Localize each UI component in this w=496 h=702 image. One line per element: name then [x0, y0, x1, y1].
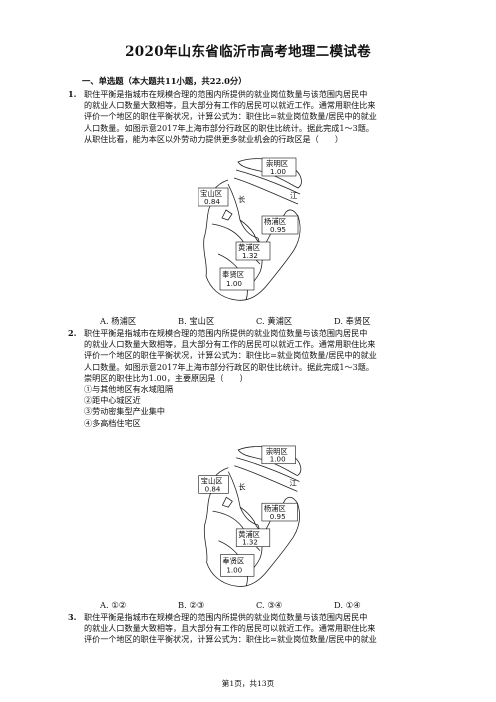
question-line: 的就业人口数量大致相等，且大部分有工作的居民可以就近工作。通常用职住比来 — [84, 339, 376, 350]
option-d[interactable]: D. ①④ — [334, 600, 361, 610]
yangpu-label: 杨浦区 — [264, 504, 286, 513]
question-number: 2. — [68, 328, 77, 338]
baoshan-value: 0.84 — [205, 484, 221, 493]
chongming-label: 崇明区 — [266, 447, 288, 456]
question-line: 的就业人口数量大致相等，且大部分有工作的居民可以就近工作。通常用职住比来 — [84, 623, 376, 634]
option-c[interactable]: C. ③④ — [256, 600, 283, 610]
option-b[interactable]: B. 宝山区 — [178, 316, 215, 326]
question-1: 1. 职住平衡是指城市在规模合理的范围内所提供的就业岗位数量与该范围内居民中 的… — [68, 89, 414, 145]
jiang-label: 江 — [290, 478, 297, 487]
question-line: 的就业人口数量大致相等，且大部分有工作的居民可以就近工作。通常用职住比来 — [84, 100, 376, 111]
option-a[interactable]: A. ①② — [100, 600, 127, 610]
question-line: 从职住比看，能为本区以外劳动力提供更多就业机会的行政区是（ ） — [84, 133, 344, 144]
fengxian-label: 奉贤区 — [222, 556, 244, 565]
option-c[interactable]: C. 黄浦区 — [256, 316, 293, 326]
huangpu-value: 1.32 — [242, 538, 258, 547]
shanghai-ratio-map-1: 宝山区 0.84 崇明区 1.00 江 长 杨浦区 0.95 黄浦区 1.32 … — [198, 157, 302, 301]
chang-label: 长 — [238, 195, 246, 204]
question-line: 职住平衡是指城市在规模合理的范围内所提供的就业岗位数量与该范围内居民中 — [84, 612, 368, 622]
question-line: 职住平衡是指城市在规模合理的范围内所提供的就业岗位数量与该范围内居民中 — [84, 89, 368, 99]
baoshan-label: 宝山区 — [200, 189, 223, 198]
question-line: 评价一个地区的职住平衡状况，计算公式为：职住比=就业岗位数量/居民中的就业 — [84, 111, 377, 122]
option-d[interactable]: D. 奉贤区 — [334, 316, 371, 326]
question-line: 职住平衡是指城市在规模合理的范围内所提供的就业岗位数量与该范围内居民中 — [84, 328, 368, 338]
huangpu-label: 黄浦区 — [238, 530, 260, 539]
fengxian-value: 1.00 — [226, 279, 242, 288]
choice-line: ①与其他地区有水域阻隔 — [84, 384, 174, 395]
question-2: 2. 职住平衡是指城市在规模合理的范围内所提供的就业岗位数量与该范围内居民中 的… — [68, 328, 414, 429]
jiang-label: 江 — [290, 191, 298, 200]
question-number: 1. — [68, 89, 77, 99]
huangpu-label: 黄浦区 — [238, 243, 261, 252]
yangpu-value: 0.95 — [270, 512, 286, 521]
page-footer: 第1页，共13页 — [221, 679, 275, 688]
question-3: 3. 职住平衡是指城市在规模合理的范围内所提供的就业岗位数量与该范围内居民中 的… — [68, 612, 414, 646]
baoshan-label: 宝山区 — [201, 476, 223, 485]
section-heading: 一、单选题（本大题共11小题，共22.0分） — [82, 76, 247, 86]
page-title: 2020年山东省临沂市高考地理二模试卷 — [125, 44, 371, 60]
fengxian-label: 奉贤区 — [222, 270, 245, 279]
question-line: 评价一个地区的职住平衡状况，计算公式为：职住比=就业岗位数量/居民中的就业 — [84, 350, 377, 361]
question-number: 3. — [68, 612, 77, 622]
option-a[interactable]: A. 杨浦区 — [100, 316, 137, 326]
question-line: 崇明区的职住比为1.00，主要原因是（ ） — [84, 372, 248, 383]
chongming-label: 崇明区 — [266, 159, 289, 168]
choice-line: ④多高档住宅区 — [84, 417, 141, 428]
fengxian-value: 1.00 — [226, 565, 242, 574]
chongming-value: 1.00 — [270, 455, 286, 464]
question-line: 评价一个地区的职住平衡状况，计算公式为：职住比=就业岗位数量/居民中的就业 — [84, 634, 377, 645]
chongming-value: 1.00 — [270, 167, 286, 176]
chang-label: 长 — [238, 482, 246, 491]
yangpu-label: 杨浦区 — [264, 217, 287, 226]
choice-line: ③劳动密集型产业集中 — [84, 406, 165, 417]
baoshan-value: 0.84 — [204, 197, 220, 206]
question-line: 人口数量。如图示意2017年上海市部分行政区的职住比统计。据此完成1～3题。 — [84, 361, 374, 372]
choice-line: ②距中心城区近 — [84, 395, 141, 406]
question-line: 人口数量。如图示意2017年上海市部分行政区的职住比统计。据此完成1～3题。 — [84, 122, 374, 133]
shanghai-ratio-map-2: 宝山区 0.84 崇明区 1.00 江 长 杨浦区 0.95 黄浦区 1.32 … — [198, 445, 302, 587]
option-b[interactable]: B. ②③ — [178, 600, 205, 610]
yangpu-value: 0.95 — [270, 225, 286, 234]
huangpu-value: 1.32 — [242, 251, 258, 260]
